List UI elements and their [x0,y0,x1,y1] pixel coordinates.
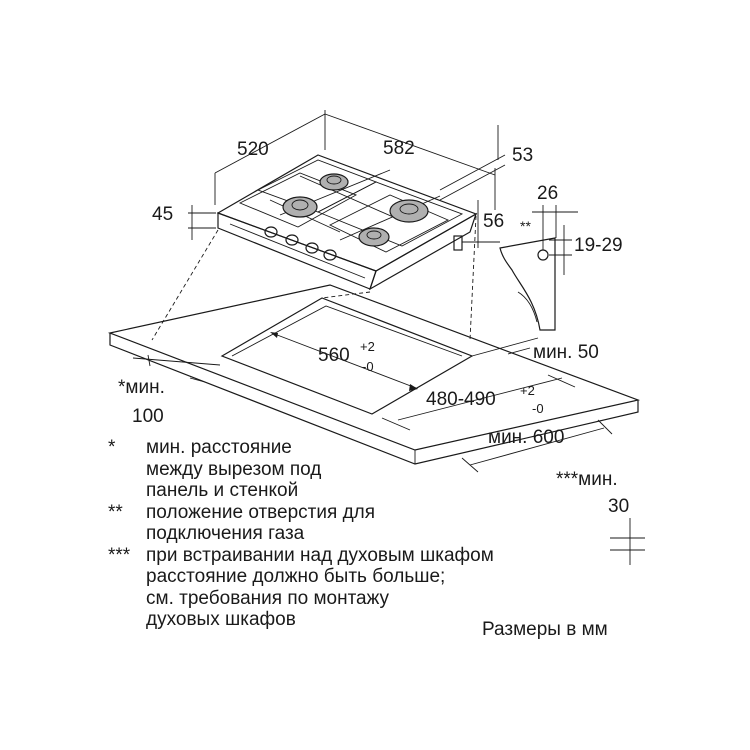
knob-icon [264,226,278,238]
footnote-line: расстояние должно быть больше; [146,566,446,587]
dim-min100-line1: *мин. [118,377,165,398]
hob-dimension-lines [188,110,506,248]
gas-connection-detail [499,205,578,331]
footnote-line: при встраивании над духовым шкафом [146,544,494,566]
footnotes: * мин. расстояние между вырезом под пане… [108,437,628,631]
cutout-depth-tol-minus: -0 [532,401,544,416]
control-knobs [264,226,337,261]
footnote-marker: * [108,437,116,458]
min600-dimension [461,419,613,473]
dim-min600-label: мин. 600 [488,427,564,448]
footnote-3: *** при встраивании над духовым шкафом р… [108,545,628,631]
knob-icon [323,249,337,261]
gas-hole-icon [537,249,549,261]
countertop-top [107,284,641,451]
min30-dimension [610,518,645,565]
hob-top-plate [216,154,478,272]
footnote-line: духовых шкафов [146,609,296,630]
dim-gas-height-label: 19-29 [574,235,623,256]
cutout-depth-base: 480-490 [426,389,496,410]
dim-length-label: 582 [383,138,415,159]
knob-icon [305,242,319,254]
footnote-marker: *** [108,544,131,566]
footnote-1: * мин. расстояние между вырезом под пане… [108,437,628,502]
cutout-width-tol-minus: -0 [362,359,374,374]
burner-icon [389,199,429,223]
depth-dimension [381,374,576,431]
countertop [107,284,641,465]
dim-height-label: 45 [152,204,173,225]
gas-connector [453,235,463,251]
knob-icon [285,234,299,246]
dim-min100-line2: 100 [132,406,164,427]
footnote-marker: ** [108,501,123,523]
cutout-depth-tol-plus: +2 [520,383,535,398]
footnote-line: см. требования по монтажу [146,587,390,609]
burner-icon [319,173,349,191]
cutout-width-base: 560 [318,345,350,366]
dim-width-label: 520 [237,139,269,160]
pan-supports [238,159,464,253]
hob-drawing [216,154,478,291]
burner-icon [358,227,390,247]
dim-min30-line2: 30 [608,496,629,517]
burner-icon [282,196,318,218]
dim-min50-label: мин. 50 [533,342,599,363]
min50-dimension [471,337,539,357]
footnote-line: положение отверстия для [146,501,376,523]
dim-gas-width-label: 26 [537,183,558,204]
burners [282,173,429,247]
units-label: Размеры в мм [482,619,608,640]
footnote-2: ** положение отверстия для подключения г… [108,502,628,545]
dim-min30-line1: ***мин. [556,469,618,490]
min100-dimension [132,354,221,383]
cutout-width-tol-plus: +2 [360,339,375,354]
dim-top-offset-label: 53 [512,145,533,166]
footnote-line: мин. расстояние [146,437,292,458]
dim-side-offset-label: 56 [483,211,504,232]
footnote-line: панель и стенкой [146,480,299,501]
footnote-line: между вырезом под [146,458,322,480]
gas-marker-label: ** [520,218,531,234]
hob-side-face [368,212,478,291]
footnote-line: подключения газа [146,523,305,544]
